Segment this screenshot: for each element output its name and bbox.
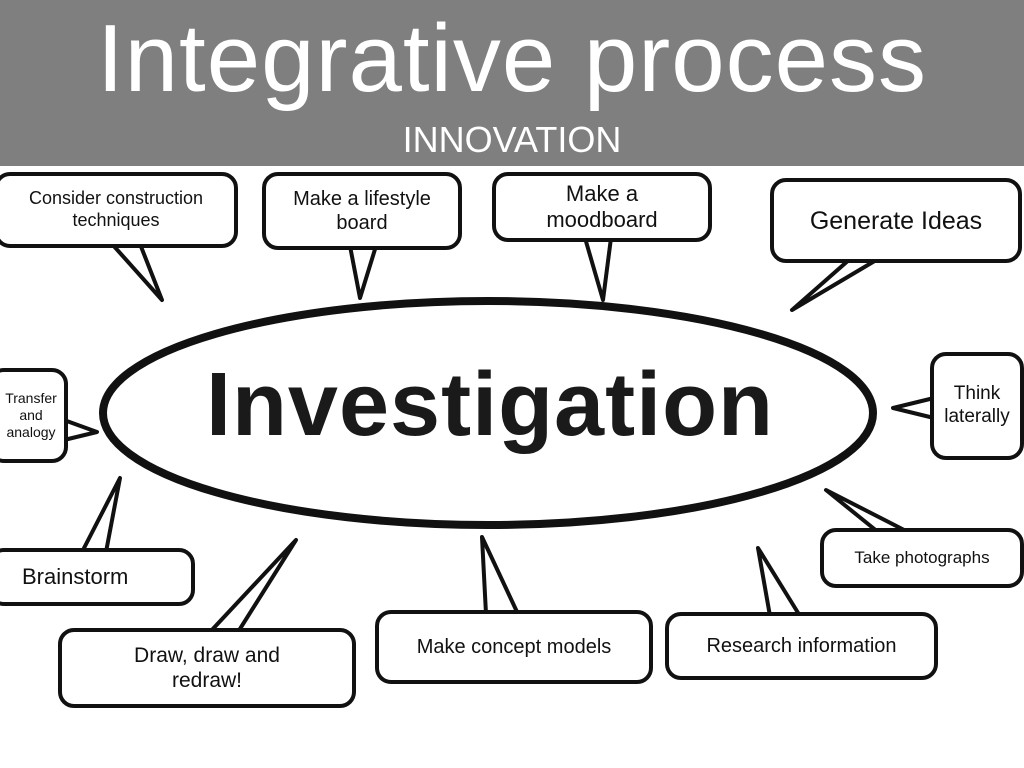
center-ellipse [99,297,877,529]
title-banner: Integrative process INNOVATION [0,0,1024,166]
tail-concept [480,535,520,616]
bubble-concept: Make concept models [375,610,653,684]
tail-brainstorm [80,476,122,554]
tail-consider [110,242,164,302]
tail-research [756,546,802,618]
bubble-lifestyle: Make a lifestyle board [262,172,462,250]
tail-photos [824,488,910,534]
slide-subtitle: INNOVATION [402,119,622,160]
tail-transfer [62,418,99,442]
tail-draw [208,538,298,634]
tail-generate [790,257,880,312]
slide-title: Integrative process [96,5,928,112]
center-label: Investigation [205,355,775,455]
bubble-think: Think laterally [930,352,1024,460]
tail-moodboard [583,236,613,302]
tail-think [891,396,936,420]
bubble-generate: Generate Ideas [770,178,1022,263]
bubble-draw: Draw, draw and redraw! [58,628,356,708]
bubble-moodboard: Make a moodboard [492,172,712,242]
bubble-transfer: Transfer and analogy [0,368,68,463]
bubble-brainstorm: Brainstorm [0,548,195,606]
bubble-research: Research information [665,612,938,680]
tail-lifestyle [348,244,378,300]
bubble-consider: Consider construction techniques [0,172,238,248]
bubble-photos: Take photographs [820,528,1024,588]
